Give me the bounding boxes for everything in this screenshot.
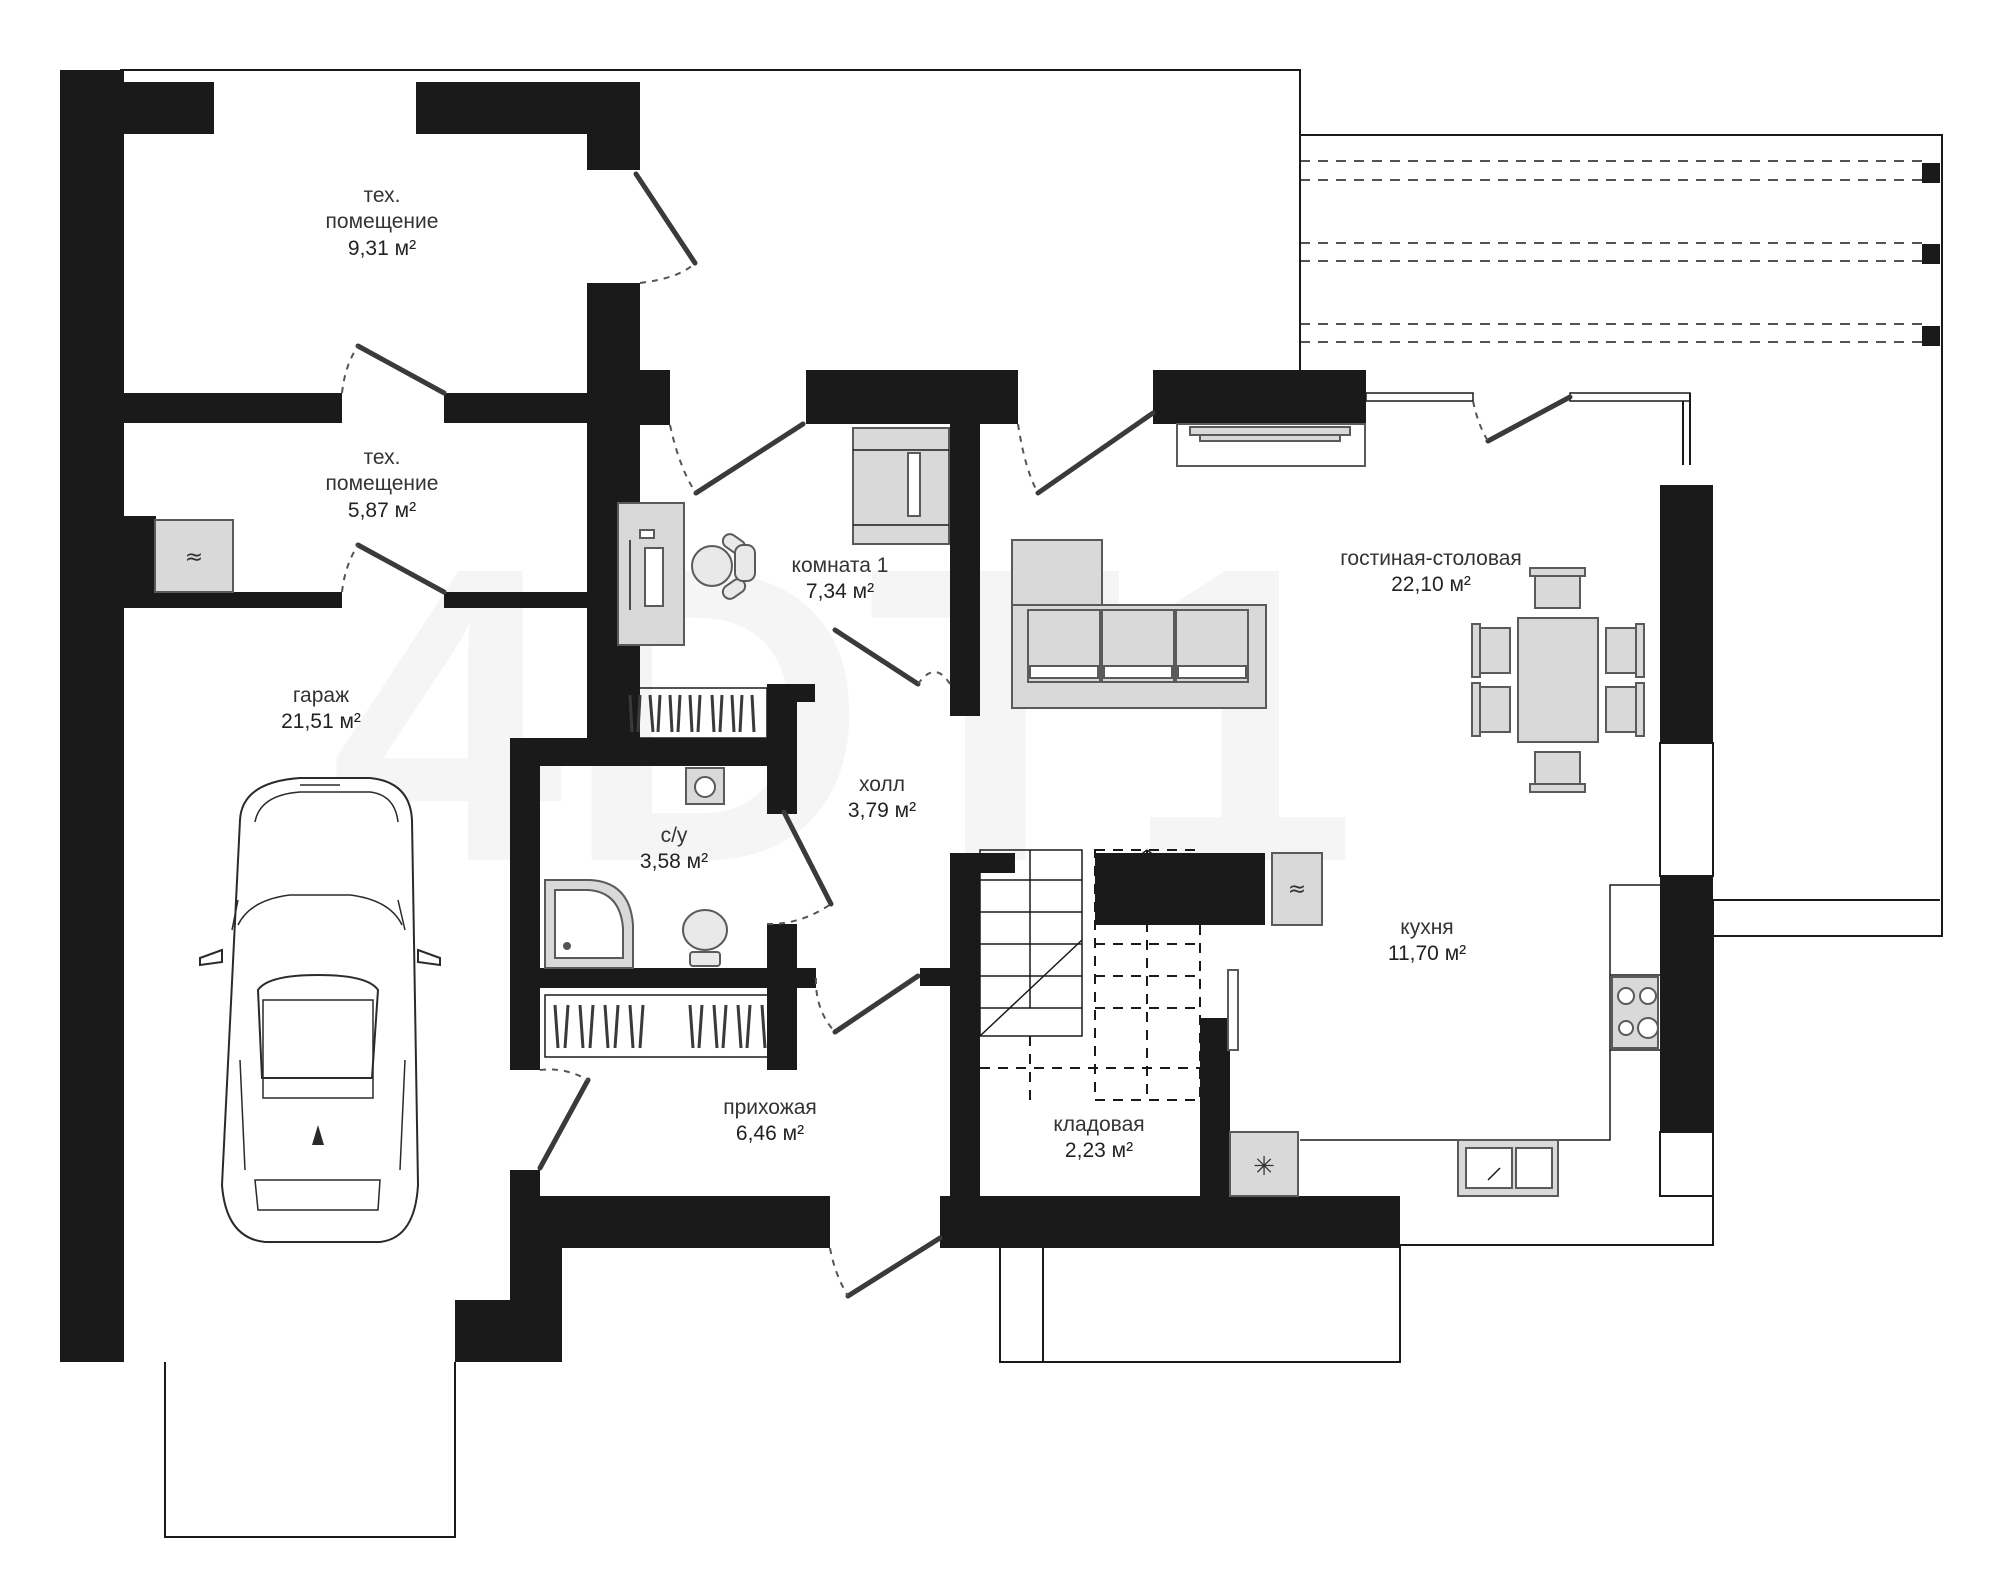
room-name: холл — [858, 773, 905, 796]
office-chair — [691, 533, 756, 600]
fridge: ✳ — [1229, 1131, 1299, 1197]
windows — [1365, 392, 1714, 1197]
room-garage-label: гараж 21,51 м² — [281, 683, 361, 736]
walls — [60, 70, 1713, 1362]
terrace-outline — [120, 69, 1943, 937]
room-name: гараж — [292, 684, 350, 707]
room-area: 21,51 м² — [281, 710, 361, 734]
wave-icon: ≈ — [185, 545, 203, 570]
room-tech-1-label: тех. помещение 9,31 м² — [326, 183, 439, 262]
desk — [617, 502, 685, 646]
room-bathroom-label: с/у 3,58 м² — [640, 823, 708, 876]
dining-table — [1471, 567, 1645, 793]
room-area: 3,79 м² — [847, 799, 917, 823]
room-name: кухня — [1400, 916, 1454, 939]
room-area: 3,58 м² — [639, 850, 709, 874]
wave-icon-2: ≈ — [1288, 877, 1306, 902]
room-bedroom-label: комната 1 7,34 м² — [792, 553, 889, 606]
doors — [341, 171, 1573, 1299]
room-area: 9,31 м² — [347, 236, 417, 260]
room-area: 11,70 м² — [1387, 942, 1467, 966]
room-living-label: гостиная-столовая 22,10 м² — [1340, 546, 1522, 599]
room-hall-label: холл 3,79 м² — [848, 772, 916, 825]
room-name: тех. помещение — [325, 446, 439, 496]
room-area: 22,10 м² — [1391, 573, 1471, 597]
car-icon — [199, 777, 441, 1243]
room-area: 6,46 м² — [735, 1122, 805, 1146]
room-name: гостиная-столовая — [1340, 547, 1522, 570]
sofa — [1011, 539, 1267, 709]
bathroom-fixtures — [544, 767, 728, 969]
room-name: прихожая — [723, 1096, 817, 1119]
room-area: 5,87 м² — [347, 498, 417, 522]
tv-unit — [1176, 423, 1366, 467]
room-kitchen-label: кухня 11,70 м² — [1388, 915, 1466, 968]
boiler: ≈ — [154, 519, 234, 593]
room-name: комната 1 — [791, 554, 889, 577]
kitchen-counter — [1300, 884, 1660, 1197]
room-area: 7,34 м² — [805, 580, 875, 604]
room-name: тех. помещение — [325, 184, 439, 234]
room-pantry-label: кладовая 2,23 м² — [1053, 1112, 1144, 1165]
hood-unit: ≈ — [1271, 852, 1323, 926]
room-name: с/у — [660, 824, 688, 847]
snowflake-icon: ✳ — [1253, 1152, 1275, 1182]
room-area: 2,23 м² — [1064, 1139, 1134, 1163]
room-name: кладовая — [1053, 1113, 1145, 1136]
stairs — [979, 849, 1201, 1101]
wardrobe-hall — [544, 994, 784, 1058]
room-entrance-label: прихожая 6,46 м² — [723, 1095, 817, 1148]
room-tech-2-label: тех. помещение 5,87 м² — [326, 445, 439, 524]
bed — [852, 427, 950, 545]
wardrobe-room1 — [621, 687, 768, 739]
